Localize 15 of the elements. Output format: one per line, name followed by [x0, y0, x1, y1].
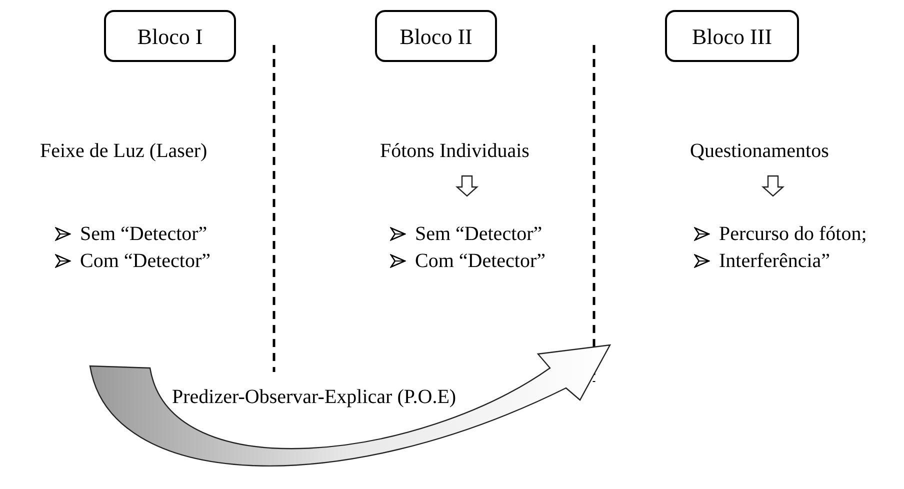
block-box: Bloco II	[375, 10, 497, 62]
list-item: Com “Detector”	[80, 248, 210, 274]
block-box: Bloco I	[104, 10, 236, 62]
hollow-down-arrow	[761, 175, 785, 197]
list-item: Percurso do fóton;	[719, 222, 867, 246]
list-item: Sem “Detector”	[415, 222, 542, 246]
block-box: Bloco III	[665, 10, 799, 62]
heading-text: Fótons Individuais	[380, 136, 530, 166]
list-item: Com “Detector”	[415, 248, 546, 274]
caption-text: Feixe de Luz (Laser)	[40, 139, 208, 164]
list-item: Sem “Detector”	[80, 222, 208, 246]
caption-text: Predizer-Observar-Explicar (P.O.E)	[172, 385, 456, 410]
heading-text: Questionamentos	[690, 136, 829, 166]
hollow-down-arrow	[455, 175, 479, 197]
list-item: Interferência”	[719, 248, 830, 274]
